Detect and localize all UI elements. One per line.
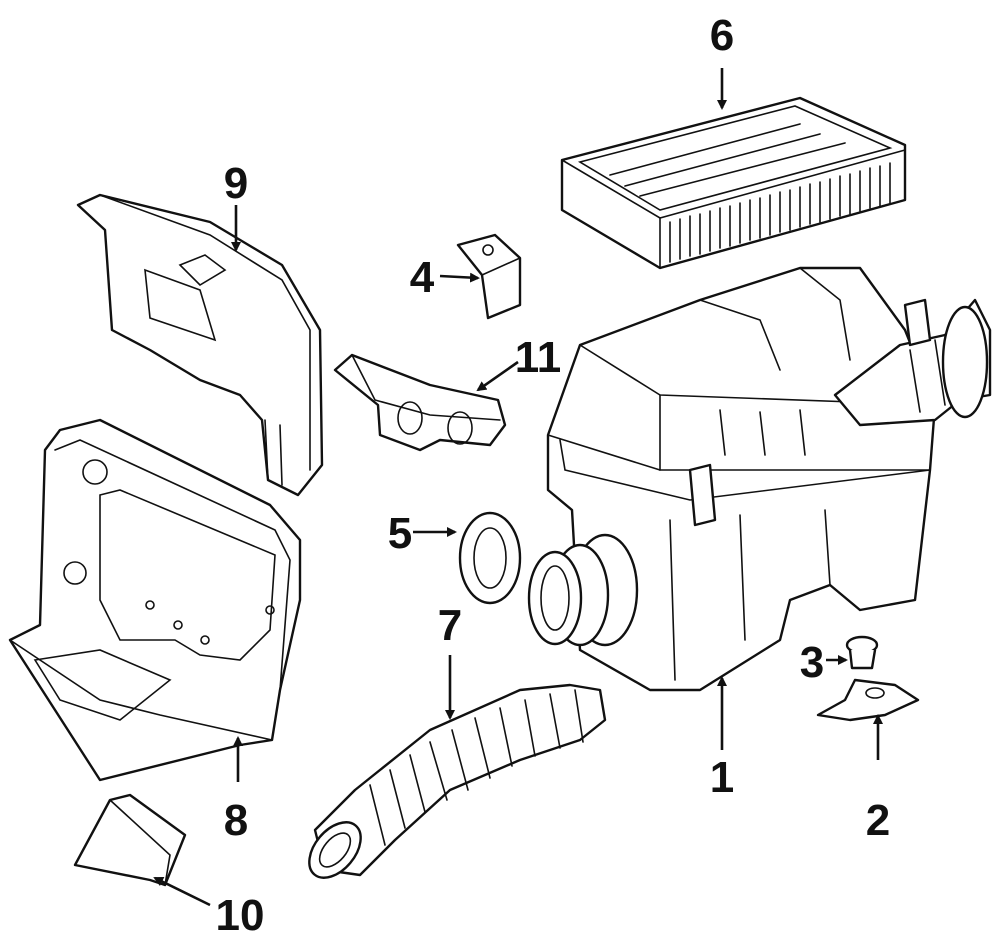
leader-4 <box>439 272 480 283</box>
callout-8: 8 <box>224 796 248 845</box>
leader-10 <box>153 876 211 907</box>
callout-7: 7 <box>438 601 462 650</box>
callout-5: 5 <box>388 509 412 558</box>
seal-ring <box>458 511 522 605</box>
callout-10: 10 <box>216 891 265 938</box>
small-cover <box>73 793 187 887</box>
callouts: 1 2 3 4 5 6 7 8 9 10 11 <box>216 11 891 938</box>
bracket <box>456 233 522 320</box>
sensor <box>333 353 507 452</box>
lower-shroud <box>8 418 302 782</box>
callout-4: 4 <box>410 253 435 302</box>
callout-6: 6 <box>710 11 734 60</box>
callout-11: 11 <box>515 333 562 382</box>
mounting-bracket <box>816 678 920 722</box>
upper-cover <box>76 193 324 497</box>
callout-9: 9 <box>224 159 248 208</box>
air-filter-element <box>560 96 907 270</box>
air-cleaner-housing <box>546 266 992 692</box>
callout-1: 1 <box>710 753 734 802</box>
filter-pleats <box>669 162 891 263</box>
leader-lines <box>153 68 883 907</box>
intake-bellows <box>527 533 639 647</box>
leader-11 <box>476 360 519 392</box>
intake-hose <box>308 683 607 879</box>
callout-2: 2 <box>866 796 890 845</box>
grommet <box>845 635 879 670</box>
hose-ribs <box>369 689 584 846</box>
callout-3: 3 <box>800 638 824 687</box>
